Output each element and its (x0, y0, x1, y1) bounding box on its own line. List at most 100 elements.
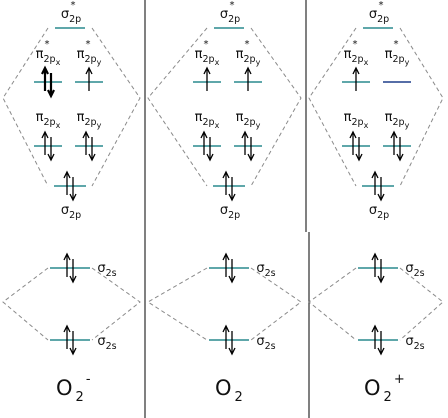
correlation-line-right-2p (399, 27, 444, 187)
electrons-sigma2s-star (222, 252, 236, 284)
label-pi2py-star: π2py (385, 47, 410, 67)
label-sigma2p: σ2p (61, 203, 81, 221)
correlation-line-left-2p (308, 27, 357, 187)
label-pi2px-star: π2px (344, 47, 369, 67)
label-sigma2p-star: σ2p (61, 7, 81, 25)
arrow-head (69, 275, 77, 284)
correlation-line-right-2p (91, 27, 141, 187)
label-pi2px: π2px (36, 110, 61, 130)
arrow-head (352, 66, 360, 75)
arrow-head (244, 66, 252, 75)
arrow-head (41, 65, 49, 75)
correlation-line-left-2s (2, 267, 49, 341)
label-sigma2s-star: σ2s (256, 261, 275, 279)
electrons-pi2px-star (352, 66, 360, 91)
electrons-pi2py (82, 130, 96, 162)
arrow-head (47, 153, 55, 162)
arrow-head (41, 130, 49, 139)
label-pi2px: π2px (344, 110, 369, 130)
correlation-line-left-2s (308, 267, 357, 341)
arrow-head (69, 347, 77, 356)
label-pi2px-star-star: * (204, 39, 209, 50)
label-pi2px-star-star: * (45, 39, 50, 50)
arrow-head (228, 347, 236, 356)
label-pi2px: π2px (195, 110, 220, 130)
arrow-head (228, 193, 236, 202)
electrons-pi2py-star (85, 66, 93, 91)
label-pi2py: π2py (385, 110, 410, 130)
label-pi2px-star: π2px (36, 47, 61, 67)
arrow-head (203, 66, 211, 75)
arrow-head (241, 130, 249, 139)
electrons-sigma2p (222, 170, 236, 202)
label-sigma2s-star: σ2s (405, 261, 424, 279)
label-pi2py-star-star: * (245, 39, 250, 50)
label-sigma2s: σ2s (405, 334, 424, 352)
label-sigma2p-star: σ2p (220, 7, 240, 25)
electrons-pi2px (41, 130, 55, 162)
label-pi2py: π2py (77, 110, 102, 130)
electrons-sigma2s-star (371, 252, 385, 284)
label-pi2px-star-star: * (353, 39, 358, 50)
correlation-line-right-2s (250, 267, 302, 341)
electrons-pi2py (390, 130, 404, 162)
electrons-sigma2p (63, 170, 77, 202)
label-sigma2p: σ2p (220, 203, 240, 221)
arrow-head (371, 252, 379, 261)
label-sigma2p-star: σ2p (369, 7, 389, 25)
arrow-head (206, 153, 214, 162)
electrons-sigma2s (63, 324, 77, 356)
arrow-head (228, 275, 236, 284)
electrons-pi2px-star (203, 66, 211, 91)
label-sigma2s-star: σ2s (97, 261, 116, 279)
correlation-line-left-2p (147, 27, 208, 187)
arrow-head (69, 193, 77, 202)
electrons-sigma2p (371, 170, 385, 202)
correlation-line-left-2p (2, 27, 49, 187)
arrow-head (377, 275, 385, 284)
electrons-pi2px (200, 130, 214, 162)
arrow-head (47, 89, 55, 99)
arrow-head (222, 170, 230, 179)
arrow-head (247, 153, 255, 162)
correlation-line-right-2p (250, 27, 302, 187)
arrow-head (390, 130, 398, 139)
label-pi2py-star-star: * (394, 39, 399, 50)
arrow-head (222, 252, 230, 261)
arrow-head (200, 130, 208, 139)
label-pi2py: π2py (236, 110, 261, 130)
label-sigma2p-star-star: * (71, 0, 76, 11)
label-sigma2p-star-star: * (230, 0, 235, 11)
arrow-head (63, 252, 71, 261)
arrow-head (371, 324, 379, 333)
label-sigma2s: σ2s (97, 334, 116, 352)
arrow-head (371, 170, 379, 179)
arrow-head (85, 66, 93, 75)
label-sigma2p: σ2p (369, 203, 389, 221)
correlation-line-left-2s (147, 267, 208, 341)
arrow-head (349, 130, 357, 139)
arrow-head (377, 193, 385, 202)
electrons-sigma2s-star (63, 252, 77, 284)
correlation-line-right-2s (399, 267, 444, 341)
label-pi2py-star: π2py (77, 47, 102, 67)
label-pi2px-star: π2px (195, 47, 220, 67)
arrow-head (63, 324, 71, 333)
arrow-head (377, 347, 385, 356)
arrow-head (63, 170, 71, 179)
electrons-pi2py-star (244, 66, 252, 91)
label-sigma2s: σ2s (256, 334, 275, 352)
arrow-head (222, 324, 230, 333)
electrons-pi2py (241, 130, 255, 162)
panel-dividers (144, 0, 310, 418)
arrow-head (396, 153, 404, 162)
label-pi2py-star-star: * (86, 39, 91, 50)
label-pi2py-star: π2py (236, 47, 261, 67)
